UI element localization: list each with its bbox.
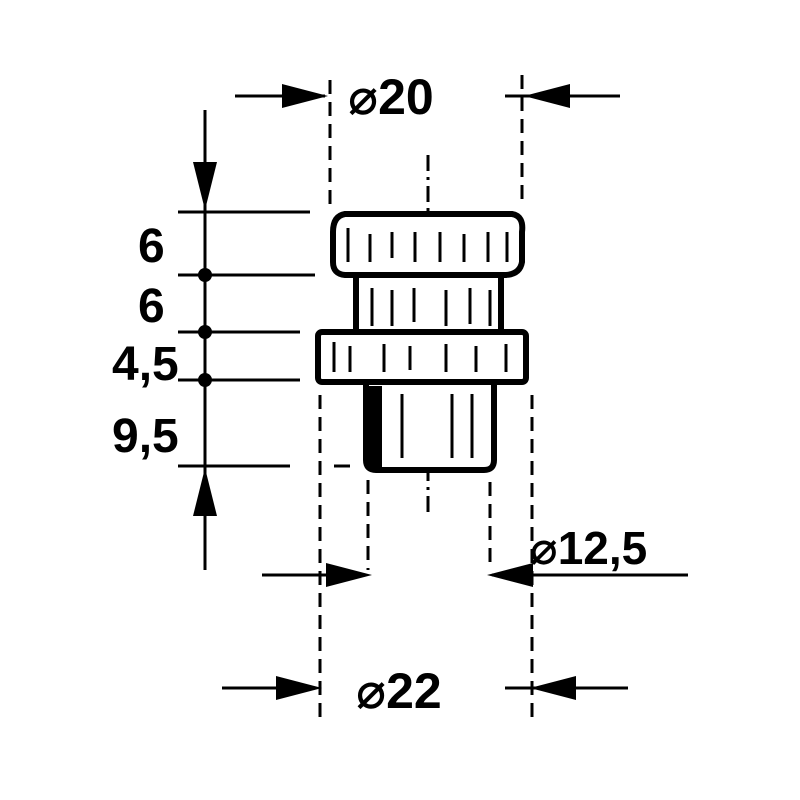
height-label-2: 6 bbox=[138, 280, 165, 333]
arrow-shaft-right bbox=[487, 563, 533, 587]
height-label-3: 4,5 bbox=[112, 338, 179, 391]
dim-label-bottom-diameter: ⌀22 bbox=[356, 663, 442, 719]
top-cap bbox=[330, 211, 526, 278]
bottom-shaft bbox=[363, 379, 497, 473]
arrow-top-right bbox=[524, 84, 570, 108]
arrow-top-left bbox=[282, 84, 328, 108]
dim-label-top-diameter: ⌀20 bbox=[348, 69, 434, 125]
chain-dot-1 bbox=[198, 268, 212, 282]
chain-dot-2 bbox=[198, 325, 212, 339]
arrow-shaft-left bbox=[326, 563, 372, 587]
arrow-flange-right bbox=[530, 676, 576, 700]
arrow-chain-top bbox=[193, 162, 217, 210]
height-label-1: 6 bbox=[138, 220, 165, 273]
shaft-shadow bbox=[366, 386, 382, 468]
arrow-chain-bottom bbox=[193, 468, 217, 516]
chain-dot-3 bbox=[198, 373, 212, 387]
arrow-flange-left bbox=[276, 676, 322, 700]
middle-neck bbox=[353, 272, 504, 335]
height-label-4: 9,5 bbox=[112, 410, 179, 463]
dim-label-shaft-diameter: ⌀12,5 bbox=[530, 522, 647, 574]
part-body bbox=[315, 211, 529, 473]
